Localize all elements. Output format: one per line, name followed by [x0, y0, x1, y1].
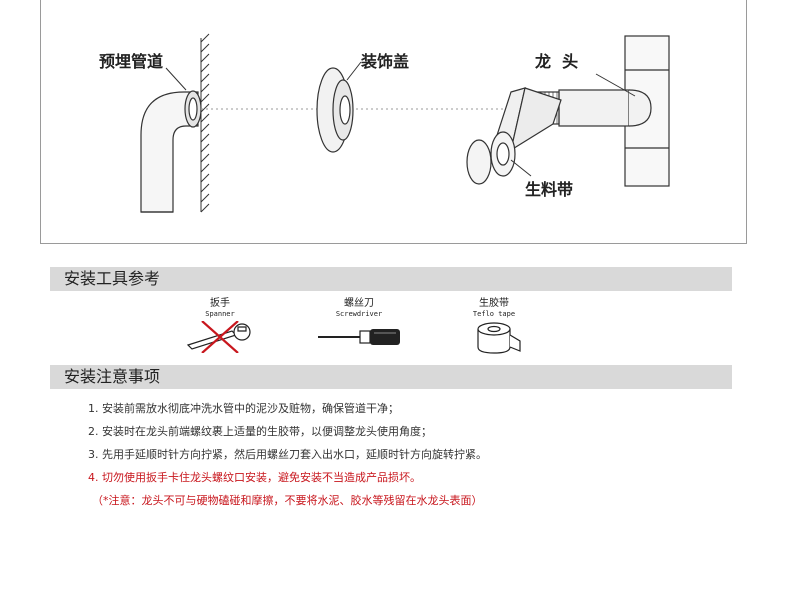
tools-section-title: 安装工具参考 — [50, 267, 732, 291]
ptfe-tape-label: 生料带 — [525, 180, 574, 199]
note-item-3: 3. 先用手延顺时针方向拧紧，然后用螺丝刀套入出水口，延顺时针方向旋转拧紧。 — [88, 448, 487, 461]
ptfe-tape-shape — [466, 87, 562, 185]
cover-leader-line — [346, 61, 362, 81]
wall-hatching — [200, 33, 210, 213]
installation-notes-list: 1. 安装前需放水彻底冲洗水管中的泥沙及赃物，确保管道干净； 2. 安装时在龙头… — [88, 397, 728, 512]
decorative-cover-shape — [316, 67, 354, 153]
tool-spanner-name: 扳手 — [210, 298, 230, 309]
faucet-label: 龙 头 — [535, 52, 579, 71]
notes-section-title: 安装注意事项 — [50, 365, 732, 389]
decorative-cover-label: 装饰盖 — [361, 52, 410, 71]
tool-screwdriver-name: 螺丝刀 — [344, 298, 374, 309]
tool-teflon-tape: 生胶带 Teflo tape — [454, 298, 534, 355]
installation-illustration — [140, 33, 670, 213]
tool-teflon-tape-subtitle: Teflo tape — [472, 310, 516, 318]
tool-spanner-subtitle: Spanner — [205, 310, 235, 318]
faucet-body-shape — [528, 35, 670, 187]
screwdriver-icon — [318, 329, 400, 345]
tool-spanner: 扳手 Spanner — [180, 298, 260, 353]
elbow-pipe — [140, 90, 202, 213]
tool-teflon-tape-name: 生胶带 — [479, 298, 509, 309]
note-item-2: 2. 安装时在龙头前端螺纹裹上适量的生胶带，以便调整龙头使用角度； — [88, 425, 432, 438]
tool-screwdriver: 螺丝刀 Screwdriver — [314, 298, 404, 353]
spanner-crossed-out-icon — [186, 321, 251, 353]
faucet-leader-line — [595, 73, 636, 97]
pipe-leader-line — [165, 67, 187, 91]
tape-leader-line — [510, 159, 532, 177]
note-item-1: 1. 安装前需放水彻底冲洗水管中的泥沙及赃物，确保管道干净； — [88, 402, 399, 415]
installation-diagram: 预埋管道 装饰盖 龙 头 生料带 — [40, 0, 747, 244]
preburied-pipe-label: 预埋管道 — [99, 52, 164, 71]
note-item-4-warning: 4. 切勿使用扳手卡住龙头螺纹口安装，避免安装不当造成产品损坏。 — [88, 471, 421, 484]
tool-screwdriver-subtitle: Screwdriver — [335, 310, 383, 318]
tape-roll-icon — [477, 322, 521, 354]
note-caution: （*注意：龙头不可与硬物磕碰和摩擦，不要将水泥、胶水等残留在水龙头表面） — [92, 494, 483, 507]
